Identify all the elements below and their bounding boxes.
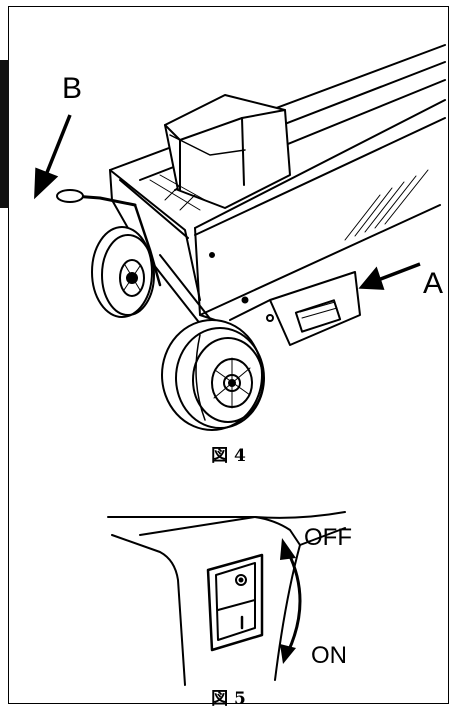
page-edge-bar [0,60,9,208]
page-frame [8,6,449,704]
label-on: ON [311,642,347,669]
label-a: A [423,267,444,300]
label-off: OFF [304,524,352,551]
figure-4-caption: 図 4 [211,446,246,466]
arrow-off-head [280,538,296,560]
label-b: B [62,72,83,105]
figure-4-illustration [34,44,446,431]
arrow-a [358,262,421,290]
figure-5-caption: 図 5 [211,689,246,709]
arrow-on-head [280,644,296,664]
arrow-b [34,114,72,200]
